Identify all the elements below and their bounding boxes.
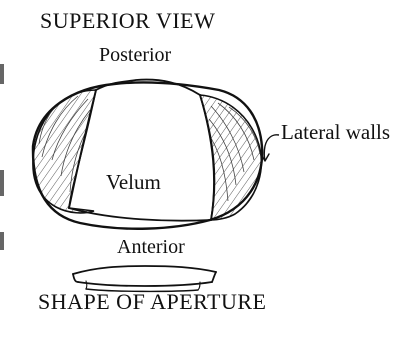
left-edge-mark xyxy=(0,170,4,196)
lateral-walls-pointer xyxy=(261,135,279,161)
view-title: SUPERIOR VIEW xyxy=(40,10,215,32)
velum-label: Velum xyxy=(106,172,161,193)
aperture-title: SHAPE OF APERTURE xyxy=(38,291,266,313)
anterior-label: Anterior xyxy=(117,237,185,257)
posterior-label: Posterior xyxy=(99,45,171,65)
lateral-walls-label: Lateral walls xyxy=(281,122,390,143)
left-edge-mark xyxy=(0,64,4,84)
aperture-shape-diagram xyxy=(73,266,216,291)
left-edge-mark xyxy=(0,232,4,250)
